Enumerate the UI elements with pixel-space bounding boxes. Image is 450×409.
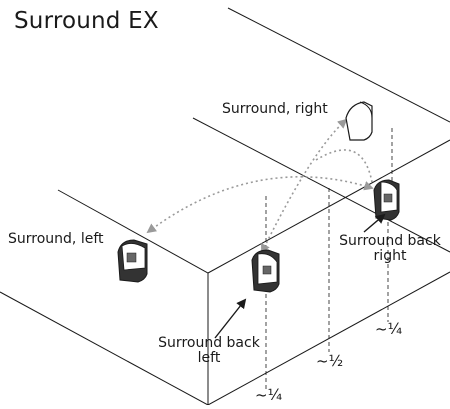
position-guides [265, 128, 393, 390]
arc-right-to-back-right [315, 149, 373, 183]
floor-left-edge [57, 189, 209, 274]
arrow-icon [214, 213, 386, 339]
speaker-icon [345, 101, 373, 141]
floor-back-edge [192, 117, 450, 253]
label-surround-right: Surround, right [222, 101, 328, 117]
label-surround-back-right-line2: right [373, 247, 407, 264]
speaker-icon [251, 249, 280, 293]
label-surround-back-right-line1: Surround back [339, 233, 441, 249]
label-fraction-quarter-left: ~¼ [255, 386, 283, 404]
label-surround-back-left: Surround back left [148, 336, 270, 365]
left-wall-bottom-edge [0, 291, 209, 406]
arc-back-left-to-right [261, 118, 348, 254]
label-surround-back-right: Surround back right [330, 234, 450, 263]
arrow-back-right [363, 213, 386, 233]
label-surround-left: Surround, left [8, 231, 104, 247]
diagram-title: Surround EX [14, 8, 159, 34]
label-surround-back-left-line2: left [197, 349, 221, 366]
back-wall-top-edge [227, 7, 450, 123]
label-fraction-half: ~½ [316, 352, 344, 370]
label-fraction-quarter-right: ~¼ [375, 320, 403, 338]
arrow-back-left [214, 298, 247, 339]
arc-left-to-back-right [146, 176, 374, 234]
sound-paths [146, 118, 374, 254]
speaker-icon [373, 179, 400, 221]
label-surround-back-left-line1: Surround back [158, 335, 260, 351]
speaker-icon [117, 239, 148, 283]
